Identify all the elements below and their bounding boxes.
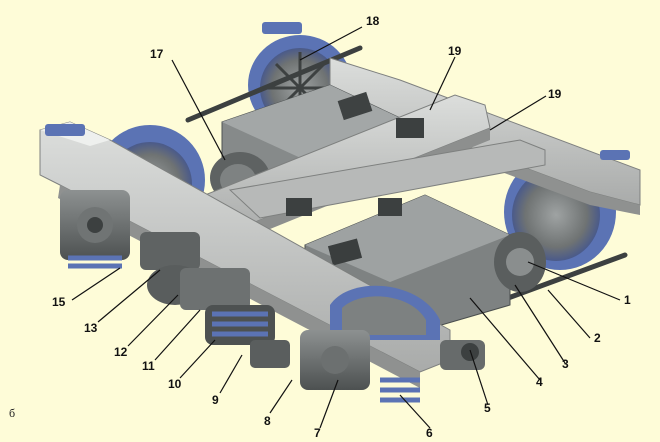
spring-set-left <box>205 305 290 368</box>
wheel-front-left <box>330 285 440 340</box>
callout-11: 11 <box>142 359 155 373</box>
callout-19-text: 19 <box>548 87 562 101</box>
callout-12: 12 <box>114 345 128 359</box>
callout-2: 2 <box>594 331 601 345</box>
callout-3: 3 <box>562 357 569 371</box>
callout-16: 17 <box>150 47 164 61</box>
axle-box-rear <box>60 190 130 269</box>
leader-lines <box>71 26 621 429</box>
frame-crossbeams <box>179 94 546 250</box>
callout-4: 4 <box>536 375 543 389</box>
callout-1: 1 <box>624 293 631 307</box>
callout-7: 7 <box>314 426 321 440</box>
callout-9: 9 <box>212 393 219 407</box>
callout-6: 6 <box>426 426 433 440</box>
callout-13: 13 <box>84 321 98 335</box>
callout-labels: 17 18 19 19 19 1 2 3 4 5 6 7 8 9 10 11 1… <box>52 14 631 440</box>
callout-10: 10 <box>168 377 182 391</box>
callout-15: 15 <box>52 295 66 309</box>
panel-letter: б <box>9 406 16 420</box>
motor-suspension-housing <box>140 232 250 310</box>
callout-5: 5 <box>484 401 491 415</box>
callout-8: 8 <box>264 414 271 428</box>
axle-box-front <box>300 330 485 403</box>
end-brackets <box>45 22 630 160</box>
callout-18: 19 <box>448 44 462 58</box>
callout-17: 18 <box>366 14 380 28</box>
